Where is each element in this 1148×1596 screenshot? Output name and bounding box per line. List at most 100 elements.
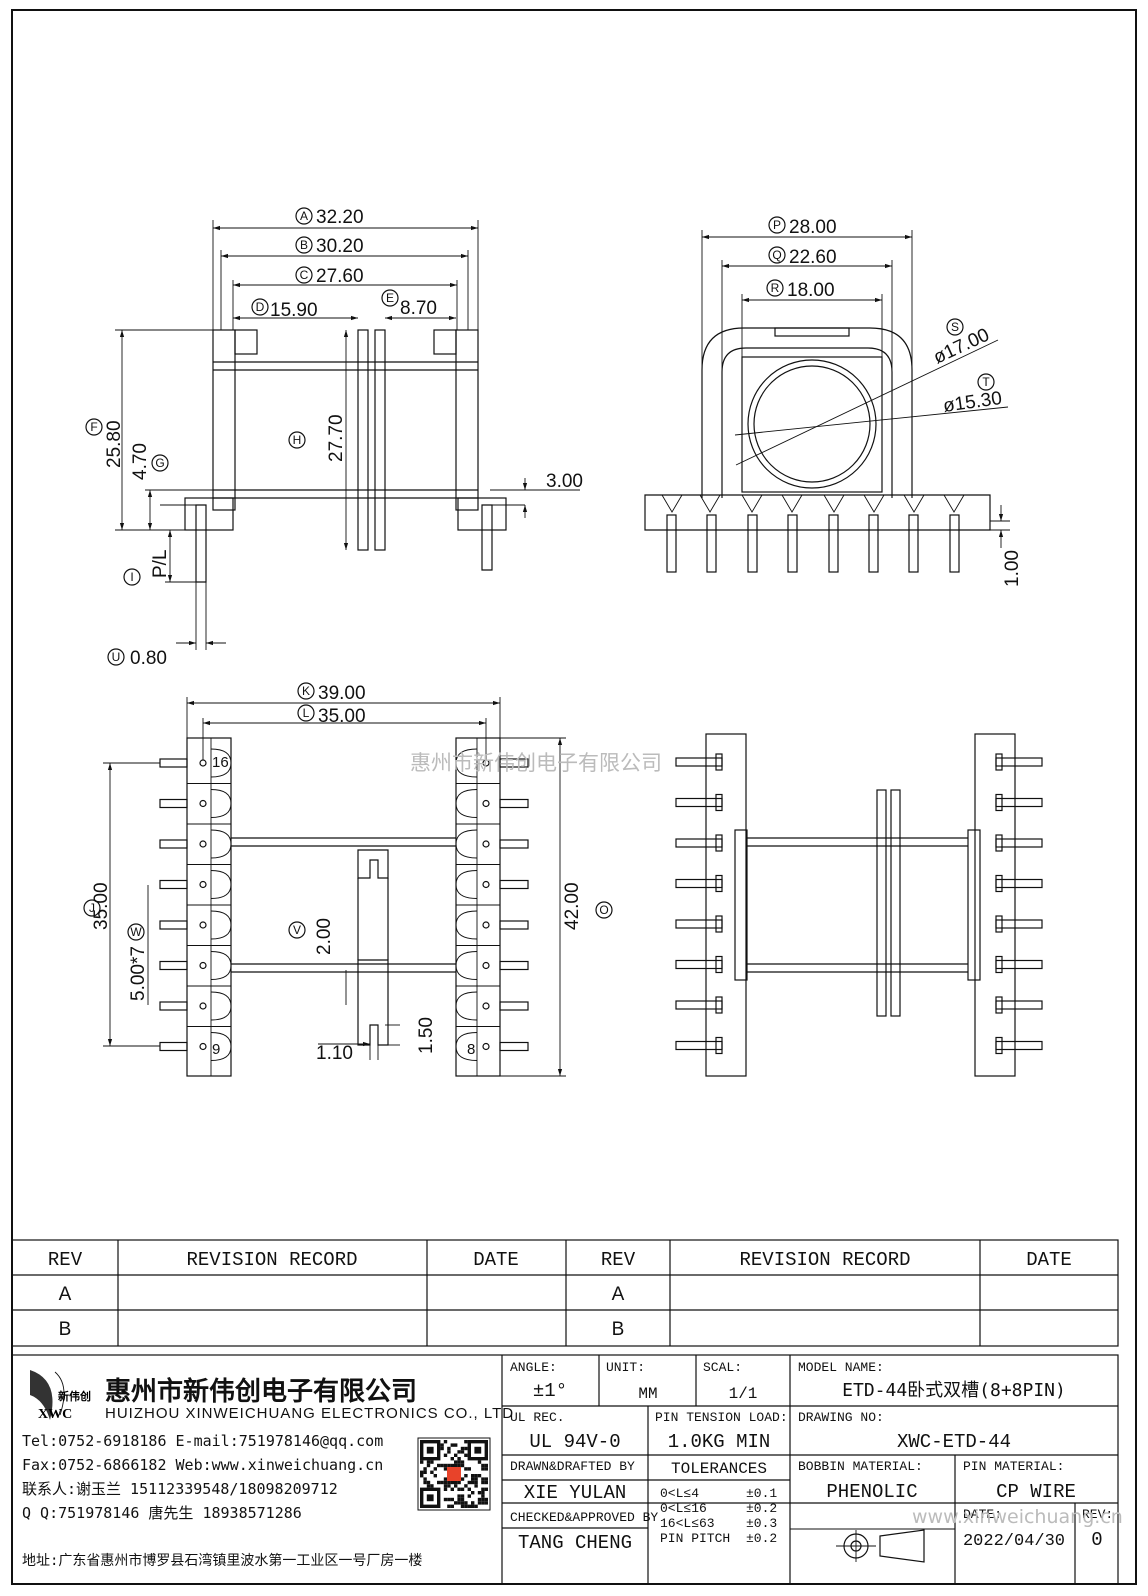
pin-right	[995, 797, 1043, 808]
qr-module	[467, 1504, 471, 1508]
record-header-right: REVISION RECORD	[739, 1249, 910, 1271]
rev-label: REV:	[1082, 1507, 1113, 1522]
svg-text:±0.2: ±0.2	[746, 1501, 777, 1516]
dim-J: J 35.00	[83, 882, 112, 930]
qr-module	[460, 1497, 465, 1502]
qr-module	[474, 1477, 478, 1481]
svg-text:T: T	[982, 375, 990, 389]
dim-G: G 4.70	[130, 443, 169, 480]
svg-text:L: L	[303, 706, 310, 720]
pin-left	[159, 758, 188, 768]
company-contact: 联系人:谢玉兰 15112339548/18098209712	[22, 1480, 338, 1498]
svg-text:V: V	[293, 923, 301, 937]
pin-pad-right	[455, 991, 478, 1021]
qr-module	[464, 1453, 468, 1457]
qr-module	[430, 1460, 434, 1464]
qr-module	[481, 1494, 485, 1498]
scale-value: 1/1	[729, 1385, 758, 1403]
svg-text:42.00: 42.00	[562, 882, 583, 930]
qr-module	[477, 1501, 482, 1505]
pin-number-8: 8	[467, 1041, 475, 1058]
qr-module	[460, 1494, 465, 1498]
qr-module	[447, 1504, 451, 1508]
watermark-url: www.xinweichuang.cn	[912, 1506, 1123, 1528]
pin-hole-right	[482, 840, 490, 848]
dim-H: H 27.70	[288, 414, 347, 462]
pin-pad-left	[210, 951, 232, 980]
qr-module	[457, 1480, 461, 1485]
dim-tab: 1.00	[1002, 550, 1023, 587]
ul-value: UL 94V-0	[529, 1431, 620, 1453]
qr-center-logo	[447, 1467, 461, 1481]
svg-text:30.20: 30.20	[316, 236, 364, 257]
qr-module	[471, 1501, 475, 1505]
qr-module	[457, 1457, 461, 1461]
unit-label: UNIT:	[606, 1360, 645, 1375]
qr-module	[471, 1477, 475, 1481]
pin-shoulder-left	[715, 955, 723, 974]
dim-S: S ø17.00	[930, 318, 993, 369]
svg-text:22.60: 22.60	[789, 247, 837, 268]
ul-label: UL REC.	[510, 1410, 565, 1425]
pin-hole-right	[482, 1002, 490, 1010]
svg-text:PIN PITCH: PIN PITCH	[660, 1531, 730, 1546]
pin-right	[499, 839, 529, 849]
qr-module	[460, 1487, 465, 1491]
dim-C: C 27.60	[295, 266, 364, 287]
qr-module	[447, 1497, 451, 1502]
svg-text:8.70: 8.70	[400, 298, 437, 319]
qr-module	[454, 1443, 458, 1447]
qr-module	[484, 1480, 488, 1485]
pin-hole-left	[199, 759, 207, 767]
qr-module	[426, 1463, 431, 1468]
qr-module	[443, 1453, 448, 1457]
svg-text:P/L: P/L	[150, 549, 171, 578]
pin-hole-left	[199, 1042, 207, 1051]
checked-value: TANG CHENG	[518, 1532, 632, 1554]
dim-R: R 18.00	[766, 279, 835, 301]
qr-module	[443, 1467, 448, 1471]
dim-pin-height: 3.00	[546, 471, 583, 492]
dim-T: T ø15.30	[942, 373, 1004, 417]
pin-pad-right	[455, 951, 478, 980]
qr-module	[443, 1463, 448, 1468]
bobbin-label: BOBBIN MATERIAL:	[798, 1459, 923, 1474]
dim-slot-h: 1.50	[416, 1017, 437, 1054]
pin-right	[995, 959, 1043, 970]
qr-module	[460, 1463, 465, 1468]
qr-module	[447, 1484, 451, 1488]
pin-material-value: CP WIRE	[996, 1481, 1076, 1503]
qr-module	[447, 1446, 451, 1451]
tolerances-label: TOLERANCES	[671, 1460, 767, 1478]
pin-shoulder-right	[995, 955, 1003, 974]
title-block: 新伟创 XWC 惠州市新伟创电子有限公司 HUIZHOU XINWEICHUAN…	[11, 1354, 1123, 1585]
dim-E: E 8.70	[381, 289, 437, 319]
svg-text:ø15.30: ø15.30	[942, 388, 1004, 417]
svg-text:32.20: 32.20	[316, 207, 364, 228]
dim-U: U 0.80	[107, 648, 167, 669]
company-tel: Tel:0752-6918186 E-mail:751978146@qq.com	[22, 1432, 383, 1450]
qr-module	[481, 1463, 485, 1468]
projection-symbol	[836, 1529, 925, 1563]
pin-pad-left	[210, 748, 232, 778]
qr-module	[460, 1504, 465, 1508]
qr-module	[484, 1477, 488, 1481]
qr-module	[464, 1440, 468, 1444]
revision-table: REV REVISION RECORD DATE REV REVISION RE…	[11, 1239, 1119, 1347]
qr-module	[450, 1504, 454, 1508]
pin-shoulder-left	[715, 1036, 723, 1055]
pin-number-16: 16	[212, 754, 229, 771]
drawn-value: XIE YULAN	[524, 1482, 627, 1504]
dim-V: V 2.00	[288, 918, 335, 955]
qr-module	[457, 1460, 461, 1464]
qr-module	[423, 1480, 427, 1485]
qr-module	[423, 1477, 427, 1481]
rev-row-a-right: A	[612, 1284, 625, 1305]
pin-hole-left	[199, 961, 207, 970]
qr-module	[481, 1491, 485, 1495]
dim-slot-w: 1.10	[316, 1043, 353, 1064]
pin-shoulder-left	[715, 834, 723, 852]
rev-header-right: REV	[601, 1249, 636, 1271]
qr-module	[433, 1467, 437, 1471]
scale-label: SCAL:	[703, 1360, 742, 1375]
